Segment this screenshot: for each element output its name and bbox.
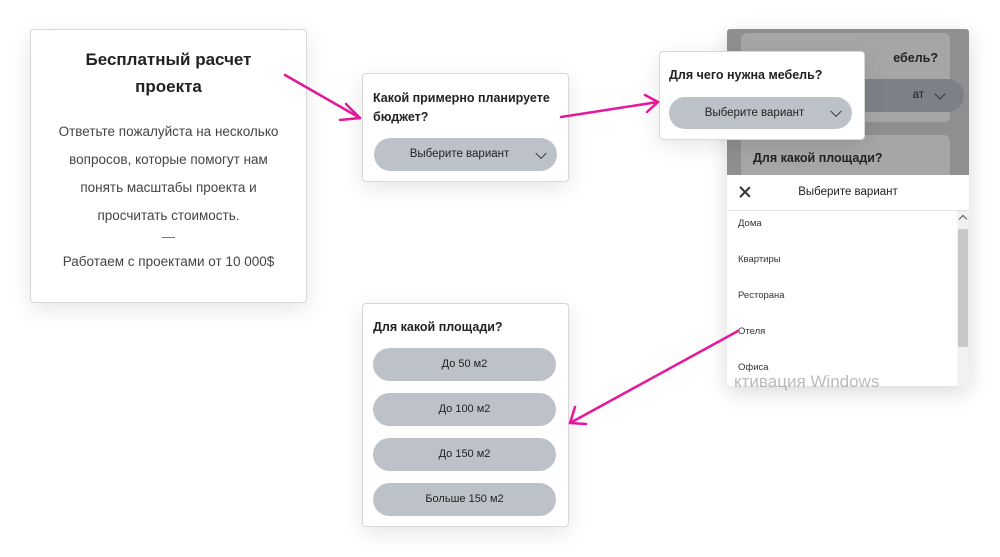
- sheet-option-apartment[interactable]: Квартиры: [738, 254, 781, 265]
- intro-dash: —: [162, 229, 175, 244]
- area-option-more-150[interactable]: Больше 150 м2: [373, 483, 556, 516]
- purpose-card: Для чего нужна мебель? Выберите вариант: [659, 51, 865, 140]
- budget-select-label: Выберите вариант: [409, 148, 510, 160]
- windows-activation-watermark: ктивация Windows: [734, 372, 880, 391]
- chevron-down-icon: [934, 88, 946, 100]
- scrollbar-thumb[interactable]: [958, 229, 968, 347]
- budget-card: Какой примерно планируете бюджет? Выбери…: [362, 73, 569, 182]
- arrow-hotel-to-area: [568, 329, 740, 426]
- intro-title: Бесплатный расчет проекта: [85, 50, 252, 96]
- bg-purpose-question: ебель?: [893, 51, 938, 65]
- chevron-down-icon: [830, 105, 842, 118]
- area-option-150[interactable]: До 150 м2: [373, 438, 556, 471]
- options-sheet: Выберите вариант Дома Квартиры Ресторана…: [727, 175, 969, 386]
- intro-min-budget: Работаем с проектами от 10 000$: [62, 254, 275, 269]
- sheet-scrollbar[interactable]: [957, 211, 969, 386]
- area-card: Для какой площади? До 50 м2 До 100 м2 До…: [362, 303, 569, 527]
- mobile-preview: ебель? ат Для какой площади? Выберите ва…: [727, 29, 969, 386]
- budget-select[interactable]: Выберите вариант: [374, 138, 557, 171]
- purpose-select[interactable]: Выберите вариант: [669, 97, 852, 129]
- intro-description: Ответьте пожалуйста на несколько вопросо…: [58, 124, 279, 223]
- sheet-title: Выберите вариант: [798, 186, 898, 198]
- bg-purpose-select-label: ат: [912, 89, 924, 101]
- sheet-header: Выберите вариант: [727, 175, 969, 211]
- area-option-100[interactable]: До 100 м2: [373, 393, 556, 426]
- purpose-question: Для чего нужна мебель?: [669, 68, 823, 82]
- arrow-budget-to-purpose: [559, 93, 660, 119]
- area-question: Для какой площади?: [373, 320, 503, 334]
- purpose-select-label: Выберите вариант: [704, 107, 805, 119]
- sheet-option-restaurant[interactable]: Ресторана: [738, 290, 785, 301]
- budget-question: Какой примерно планируете бюджет?: [373, 91, 550, 124]
- chevron-down-icon: [535, 147, 547, 159]
- chevron-up-icon[interactable]: [958, 214, 968, 224]
- area-option-50[interactable]: До 50 м2: [373, 348, 556, 381]
- sheet-option-hotel[interactable]: Отеля: [738, 326, 766, 337]
- sheet-option-office[interactable]: Офиса: [738, 362, 769, 373]
- bg-area-question: Для какой площади?: [753, 151, 883, 165]
- sheet-option-home[interactable]: Дома: [738, 218, 762, 229]
- intro-card: Бесплатный расчет проекта Ответьте пожал…: [30, 29, 307, 303]
